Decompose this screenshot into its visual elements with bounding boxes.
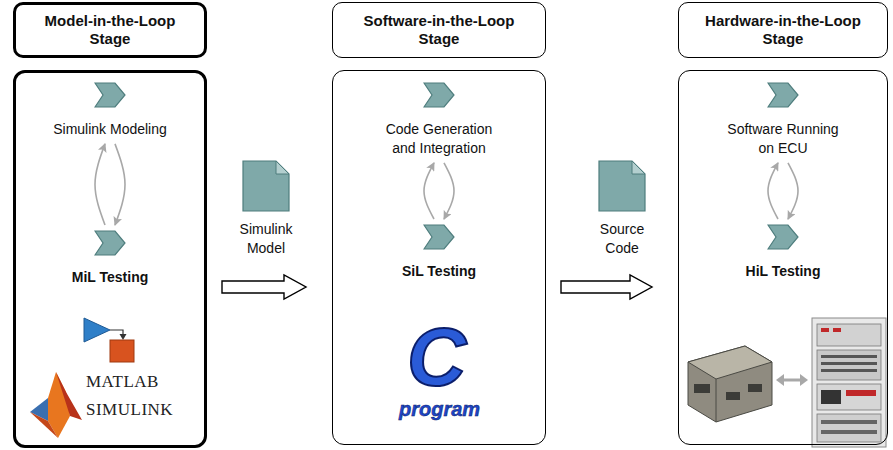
rack-indicator <box>821 328 829 332</box>
logo-text: SIMULINK <box>86 400 173 420</box>
rack-panel <box>817 414 881 442</box>
iteration-arrow <box>788 163 798 219</box>
ecu-connector <box>748 384 762 392</box>
matlab-logo <box>56 372 82 420</box>
chevron-shape <box>95 83 125 107</box>
rack-panel <box>817 350 881 380</box>
rack-slot <box>821 430 877 434</box>
process-step: Simulink Modeling <box>25 82 195 139</box>
stage-group: Hardware-in-the-Loop StageSoftware Runni… <box>678 2 888 445</box>
gain-block-icon <box>84 318 110 342</box>
chevron-icon <box>423 224 455 250</box>
stage-heading: Software-in-the-Loop Stage <box>358 12 520 48</box>
iteration-arrow <box>768 163 778 219</box>
chevron-shape <box>95 231 125 255</box>
iteration-arrow <box>424 163 434 219</box>
link-arrow <box>776 374 784 386</box>
document-icon <box>598 160 646 212</box>
logo-text: program <box>399 398 480 420</box>
step-label: Code Generation and Integration <box>377 120 501 158</box>
iteration-arrow <box>444 163 454 219</box>
document-shape <box>243 161 289 211</box>
process-step: MiL Testing <box>25 230 195 287</box>
stage-heading-box: Software-in-the-Loop Stage <box>332 2 546 58</box>
artifact-label: Source Code <box>587 220 657 258</box>
rack-panel <box>817 324 881 346</box>
subsystem-block-icon <box>110 340 134 362</box>
link-arrow <box>782 379 802 382</box>
process-step: SiL Testing <box>354 224 524 281</box>
process-step: HiL Testing <box>698 224 868 281</box>
chevron-shape <box>768 83 798 107</box>
logo-text: MATLAB <box>86 372 159 392</box>
document-shape <box>599 161 645 211</box>
process-step: Software Running on ECU <box>698 82 868 158</box>
hil-rack-illustration <box>812 318 886 447</box>
stage-heading-box: Hardware-in-the-Loop Stage <box>678 2 888 58</box>
rack-slot <box>821 362 877 365</box>
rack-slot <box>821 355 877 358</box>
stage-heading: Hardware-in-the-Loop Stage <box>702 12 864 48</box>
rack-slot <box>821 369 877 372</box>
test-label: MiL Testing <box>72 268 148 287</box>
chevron-shape <box>424 83 454 107</box>
signal-arrowhead <box>120 334 127 340</box>
chevron-icon <box>767 224 799 250</box>
chevron-shape <box>424 225 454 249</box>
chevron-icon <box>423 82 455 108</box>
rack-indicator <box>833 328 841 332</box>
step-label: Software Running on ECU <box>718 120 848 158</box>
matlab-logo <box>30 412 58 438</box>
ecu-connector <box>694 384 710 393</box>
chevron-icon <box>767 82 799 108</box>
stage-heading: Model-in-the-Loop Stage <box>29 12 191 48</box>
iteration-arrow <box>95 144 105 225</box>
ecu-illustration <box>688 346 772 422</box>
chevron-icon <box>94 82 126 108</box>
process-step: Code Generation and Integration <box>354 82 524 158</box>
document-fold <box>276 161 289 174</box>
chevron-shape <box>768 225 798 249</box>
artifact-document: Source Code <box>582 160 662 258</box>
test-label: SiL Testing <box>402 262 476 281</box>
ecu-connector <box>726 392 740 400</box>
rack-indicator <box>846 390 876 396</box>
ecu-illustration <box>688 346 772 379</box>
link-arrow <box>800 374 808 386</box>
document-icon <box>242 160 290 212</box>
test-label: HiL Testing <box>746 262 821 281</box>
iteration-arrow <box>115 144 125 225</box>
step-label: Simulink Modeling <box>53 120 167 139</box>
stage-transition-arrow <box>561 275 652 299</box>
artifact-label: Simulink Model <box>231 220 301 258</box>
rack-slot <box>821 420 877 424</box>
stage-transition-arrow <box>222 275 306 299</box>
chevron-icon <box>94 230 126 256</box>
artifact-document: Simulink Model <box>226 160 306 258</box>
stage-heading-box: Model-in-the-Loop Stage <box>13 2 207 58</box>
ecu-illustration <box>716 379 717 422</box>
logo-letter: C <box>407 316 466 398</box>
rack-panel <box>817 384 881 410</box>
rack-module <box>821 390 841 404</box>
document-fold <box>632 161 645 174</box>
